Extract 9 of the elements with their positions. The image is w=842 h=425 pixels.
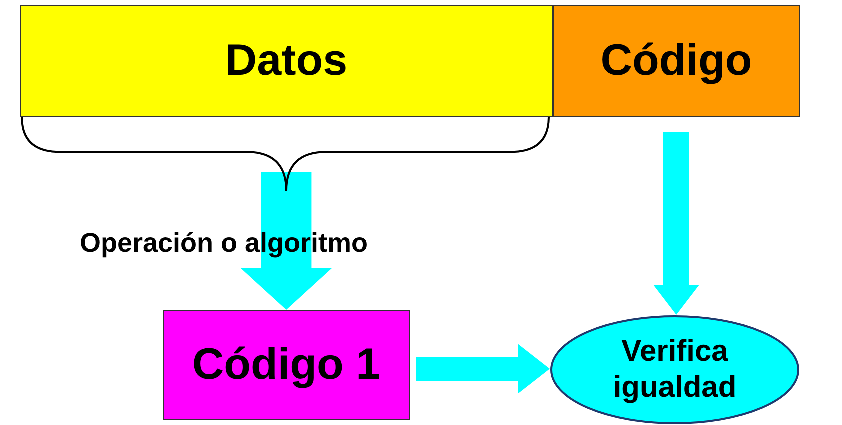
process-box (163, 310, 410, 420)
arrow (416, 344, 550, 394)
process-box (553, 5, 800, 117)
decision-ellipse (550, 315, 800, 425)
node-label: Código (600, 34, 752, 87)
node-label: Código 1 (192, 338, 381, 391)
node-label: Datos (225, 34, 348, 87)
node-label: Verifica igualdad (612, 334, 738, 406)
arrow (654, 132, 700, 315)
